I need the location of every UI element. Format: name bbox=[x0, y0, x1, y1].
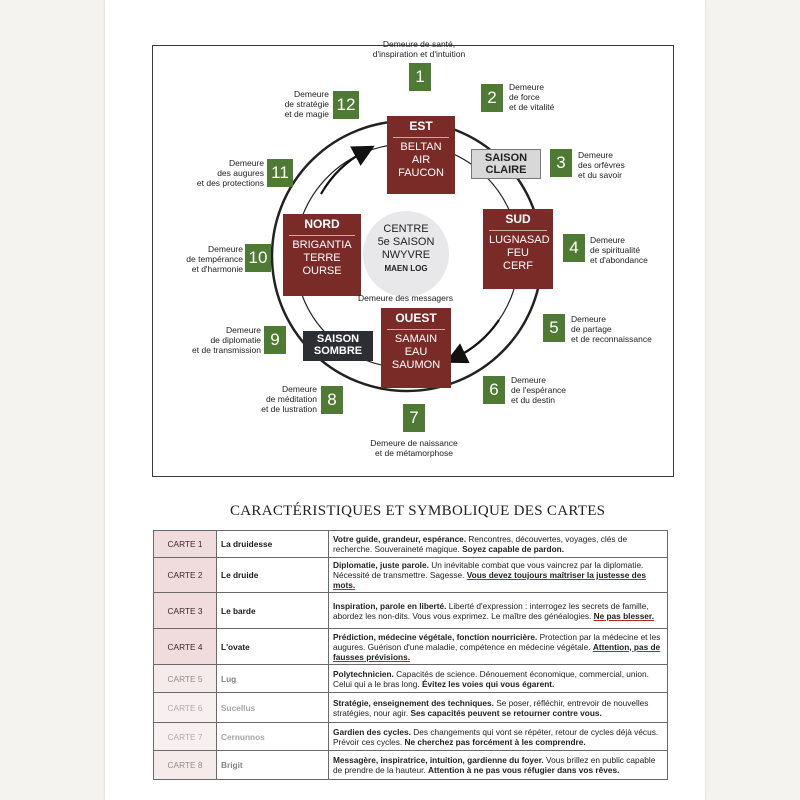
house-8-box: 8 bbox=[321, 386, 343, 414]
card-name: Cernunnos bbox=[216, 722, 329, 751]
card-number: CARTE 2 bbox=[153, 557, 217, 593]
card-description: Polytechnicien. Capacités de science. Dé… bbox=[328, 664, 668, 693]
messengers-label: Demeure des messagers bbox=[358, 293, 453, 303]
house-7-box: 7 bbox=[403, 404, 425, 432]
card-number: CARTE 3 bbox=[153, 592, 217, 629]
card-number: CARTE 6 bbox=[153, 692, 217, 723]
table-row: CARTE 1 La druidesse Votre guide, grande… bbox=[153, 530, 668, 558]
house-2-box: 2 bbox=[481, 84, 503, 112]
card-name: Le druide bbox=[216, 557, 329, 593]
card-number: CARTE 5 bbox=[153, 664, 217, 693]
card-name: Sucellus bbox=[216, 692, 329, 723]
table-row: CARTE 5 Lug Polytechnicien. Capacités de… bbox=[153, 664, 668, 693]
card-description: Diplomatie, juste parole. Un inévitable … bbox=[328, 557, 668, 593]
house-1-box: 1 bbox=[409, 63, 431, 91]
house-4-box: 4 bbox=[563, 234, 585, 262]
direction-sud: SUD LUGNASAD FEU CERF bbox=[483, 209, 553, 289]
house-9-box: 9 bbox=[264, 326, 286, 354]
card-number: CARTE 4 bbox=[153, 628, 217, 665]
cards-table: CARTE 1 La druidesse Votre guide, grande… bbox=[153, 530, 668, 780]
wheel-diagram: 1 2 3 4 5 6 7 8 9 10 11 12 Demeure de sa… bbox=[152, 39, 674, 477]
table-row: CARTE 6 Sucellus Stratégie, enseignement… bbox=[153, 692, 668, 723]
house-1-label: Demeure de santé,d'inspiration et d'intu… bbox=[372, 39, 466, 59]
house-12-box: 12 bbox=[333, 91, 359, 119]
card-name: L'ovate bbox=[216, 628, 329, 665]
card-number: CARTE 8 bbox=[153, 750, 217, 780]
house-10-box: 10 bbox=[245, 244, 271, 272]
card-name: Brigit bbox=[216, 750, 329, 780]
house-3-box: 3 bbox=[550, 149, 572, 177]
card-name: Le barde bbox=[216, 592, 329, 629]
card-description: Messagère, inspiratrice, intuition, gard… bbox=[328, 750, 668, 780]
card-description: Stratégie, enseignement des techniques. … bbox=[328, 692, 668, 723]
card-description: Inspiration, parole en liberté. Liberté … bbox=[328, 592, 668, 629]
card-description: Prédiction, médecine végétale, fonction … bbox=[328, 628, 668, 665]
centre-circle: CENTRE 5e SAISON NWYVRE MAEN LOG bbox=[363, 211, 449, 297]
table-row: CARTE 8 Brigit Messagère, inspiratrice, … bbox=[153, 750, 668, 780]
table-row: CARTE 4 L'ovate Prédiction, médecine vég… bbox=[153, 628, 668, 665]
card-number: CARTE 7 bbox=[153, 722, 217, 751]
house-5-box: 5 bbox=[543, 314, 565, 342]
direction-nord: NORD BRIGANTIA TERRE OURSE bbox=[283, 214, 361, 296]
card-description: Gardien des cycles. Des changements qui … bbox=[328, 722, 668, 751]
card-name: Lug bbox=[216, 664, 329, 693]
section-title: CARACTÉRISTIQUES ET SYMBOLIQUE DES CARTE… bbox=[230, 503, 606, 519]
table-row: CARTE 2 Le druide Diplomatie, juste paro… bbox=[153, 557, 668, 593]
direction-ouest: OUEST SAMAIN EAU SAUMON bbox=[381, 308, 451, 388]
table-row: CARTE 7 Cernunnos Gardien des cycles. De… bbox=[153, 722, 668, 751]
card-description: Votre guide, grandeur, espérance. Rencon… bbox=[328, 530, 668, 558]
house-6-box: 6 bbox=[483, 376, 505, 404]
direction-est: EST BELTAN AIR FAUCON bbox=[387, 116, 455, 194]
card-number: CARTE 1 bbox=[153, 530, 217, 558]
house-11-box: 11 bbox=[267, 159, 293, 187]
card-name: La druidesse bbox=[216, 530, 329, 558]
table-row: CARTE 3 Le barde Inspiration, parole en … bbox=[153, 592, 668, 629]
